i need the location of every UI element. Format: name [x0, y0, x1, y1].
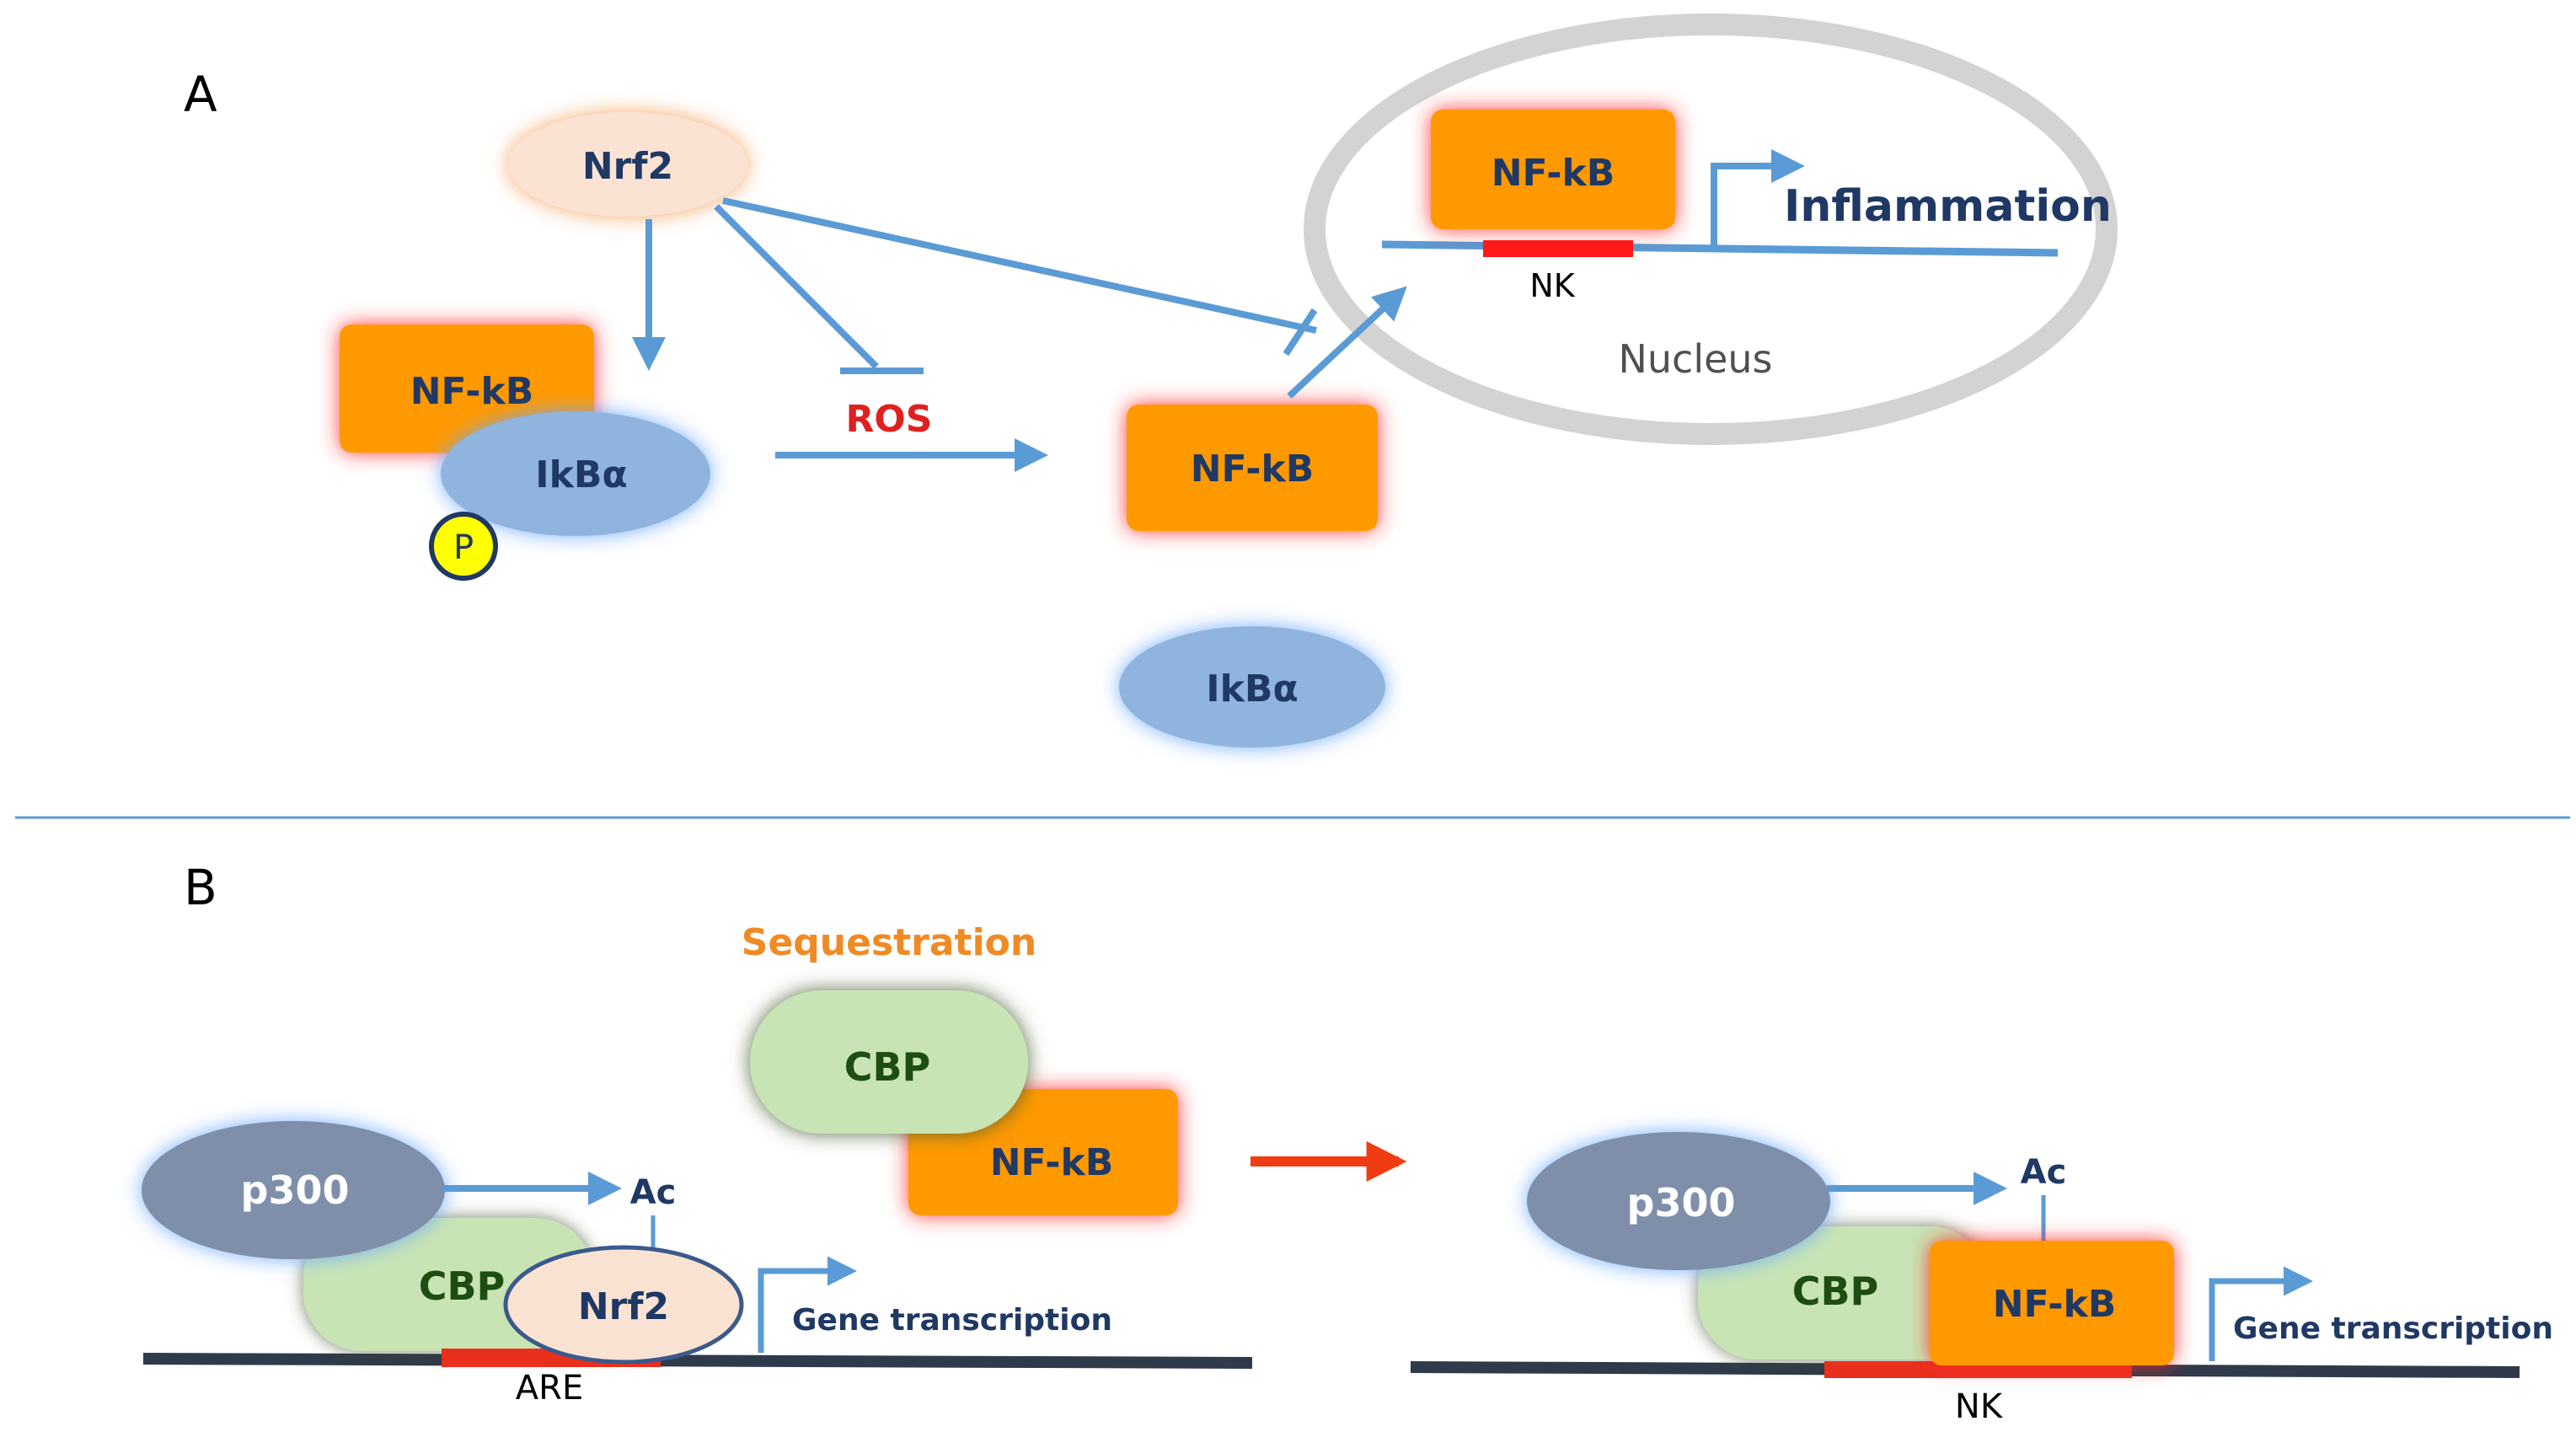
panel-a-letter: A	[184, 66, 217, 123]
p300-label-right: p300	[1627, 1180, 1736, 1226]
phospho-label: P	[453, 528, 474, 567]
cbp-label-right: CBP	[1792, 1268, 1879, 1314]
nfkb-nucleus-label: NF-kB	[1492, 152, 1615, 195]
p300-node-left	[142, 1121, 445, 1259]
sequestration-label: Sequestration	[742, 921, 1036, 964]
gene-arrow-right	[2209, 1266, 2313, 1361]
nk-site-label-a: NK	[1529, 267, 1575, 304]
nfkb-sequestered-label: NF-kB	[990, 1141, 1114, 1184]
nrf2-inhibits-translocation-line	[722, 197, 1317, 334]
p300-label-left: p300	[241, 1167, 350, 1213]
gene-arrow-left	[758, 1256, 857, 1353]
ac-label-left: Ac	[630, 1173, 677, 1212]
translocation-arrow	[1287, 286, 1407, 399]
nfkb-bound-label: NF-kB	[1993, 1283, 2117, 1326]
phospho-circle	[429, 512, 498, 581]
nk-site-a	[1483, 240, 1633, 257]
panel-b-letter: B	[184, 859, 217, 916]
p300-node-right	[1527, 1132, 1830, 1270]
nfkb-bound-box	[1930, 1241, 2174, 1365]
dna-line-left	[142, 1353, 1253, 1369]
cbp-node-right	[1698, 1226, 1989, 1360]
inflammation-bent-arrow	[1711, 149, 1805, 246]
ac-label-right: Ac	[2021, 1153, 2067, 1192]
nfkb-complex-label: NF-kB	[410, 370, 534, 413]
ros-label: ROS	[846, 398, 933, 441]
cbp-sequestered-label: CBP	[844, 1044, 931, 1090]
ikba-free-node	[1119, 626, 1385, 748]
cbp-sequestered-node	[750, 990, 1028, 1134]
nfkb-free-label: NF-kB	[1191, 448, 1315, 491]
gene-label-left: Gene transcription	[792, 1303, 1112, 1338]
nrf2-label-a: Nrf2	[582, 145, 673, 188]
ikba-complex-node	[441, 411, 710, 536]
nrf2-inhibits-ros-line	[714, 204, 879, 369]
inflammation-label: Inflammation	[1784, 181, 2112, 232]
nrf2-node-b	[503, 1245, 744, 1365]
cbp-label-left: CBP	[419, 1263, 506, 1309]
nk-site-label-b: NK	[1955, 1387, 2004, 1426]
nfkb-free-box	[1127, 405, 1378, 531]
nucleus-label: Nucleus	[1618, 336, 1772, 382]
translocation-inhibition-bar	[1283, 308, 1318, 357]
gene-label-right: Gene transcription	[2233, 1311, 2553, 1346]
are-label: ARE	[516, 1369, 583, 1408]
nrf2-label-b: Nrf2	[578, 1285, 669, 1328]
ikba-complex-label: IkBα	[535, 453, 627, 496]
nfkb-nucleus-box	[1431, 110, 1675, 229]
nrf2-node-a	[508, 112, 747, 217]
nucleus-boundary	[1304, 13, 2118, 445]
ikba-free-label: IkBα	[1206, 668, 1298, 711]
